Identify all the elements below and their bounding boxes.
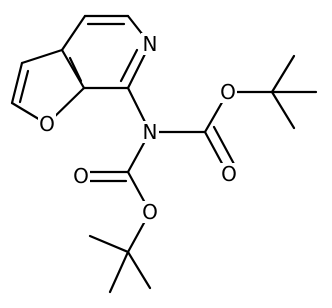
bond-double-inner xyxy=(68,56,83,83)
bond-methyl xyxy=(88,234,130,254)
boc-group-upper xyxy=(148,54,318,171)
pyridine-ring xyxy=(60,14,152,90)
atom-label-n: N xyxy=(143,32,158,56)
atom-label-o: O xyxy=(221,162,237,186)
atom-pyridine-n: N xyxy=(141,32,159,56)
bond-double-inner xyxy=(119,48,139,83)
bond-methyl xyxy=(126,250,152,290)
atom-label-o: O xyxy=(142,200,158,224)
atom-label-o: O xyxy=(39,112,55,136)
atom-furan-o: O xyxy=(38,112,56,136)
bond-methyl xyxy=(108,250,130,294)
atom-amide-n: N xyxy=(141,120,159,144)
bond-carbonyl-double xyxy=(212,125,236,166)
bond-double-inner xyxy=(18,69,30,104)
atom-ester-o-upper: O xyxy=(219,80,237,104)
atom-label-o: O xyxy=(220,80,236,104)
boc-group-lower xyxy=(82,130,152,294)
bond-c-c xyxy=(20,48,64,65)
atom-carbonyl-o-lower: O xyxy=(72,164,90,188)
bond-methyl xyxy=(270,54,296,94)
atom-carbonyl-o-upper: O xyxy=(220,162,238,186)
atom-ester-o-lower: O xyxy=(141,200,159,224)
atom-label-o: O xyxy=(73,164,89,188)
bond-c-c xyxy=(60,14,87,52)
bond-carbonyl-double xyxy=(203,130,227,171)
atom-label-n: N xyxy=(143,120,158,144)
bond-c-c xyxy=(10,61,24,105)
bond-c-c xyxy=(60,48,86,90)
bond-methyl xyxy=(270,90,296,130)
